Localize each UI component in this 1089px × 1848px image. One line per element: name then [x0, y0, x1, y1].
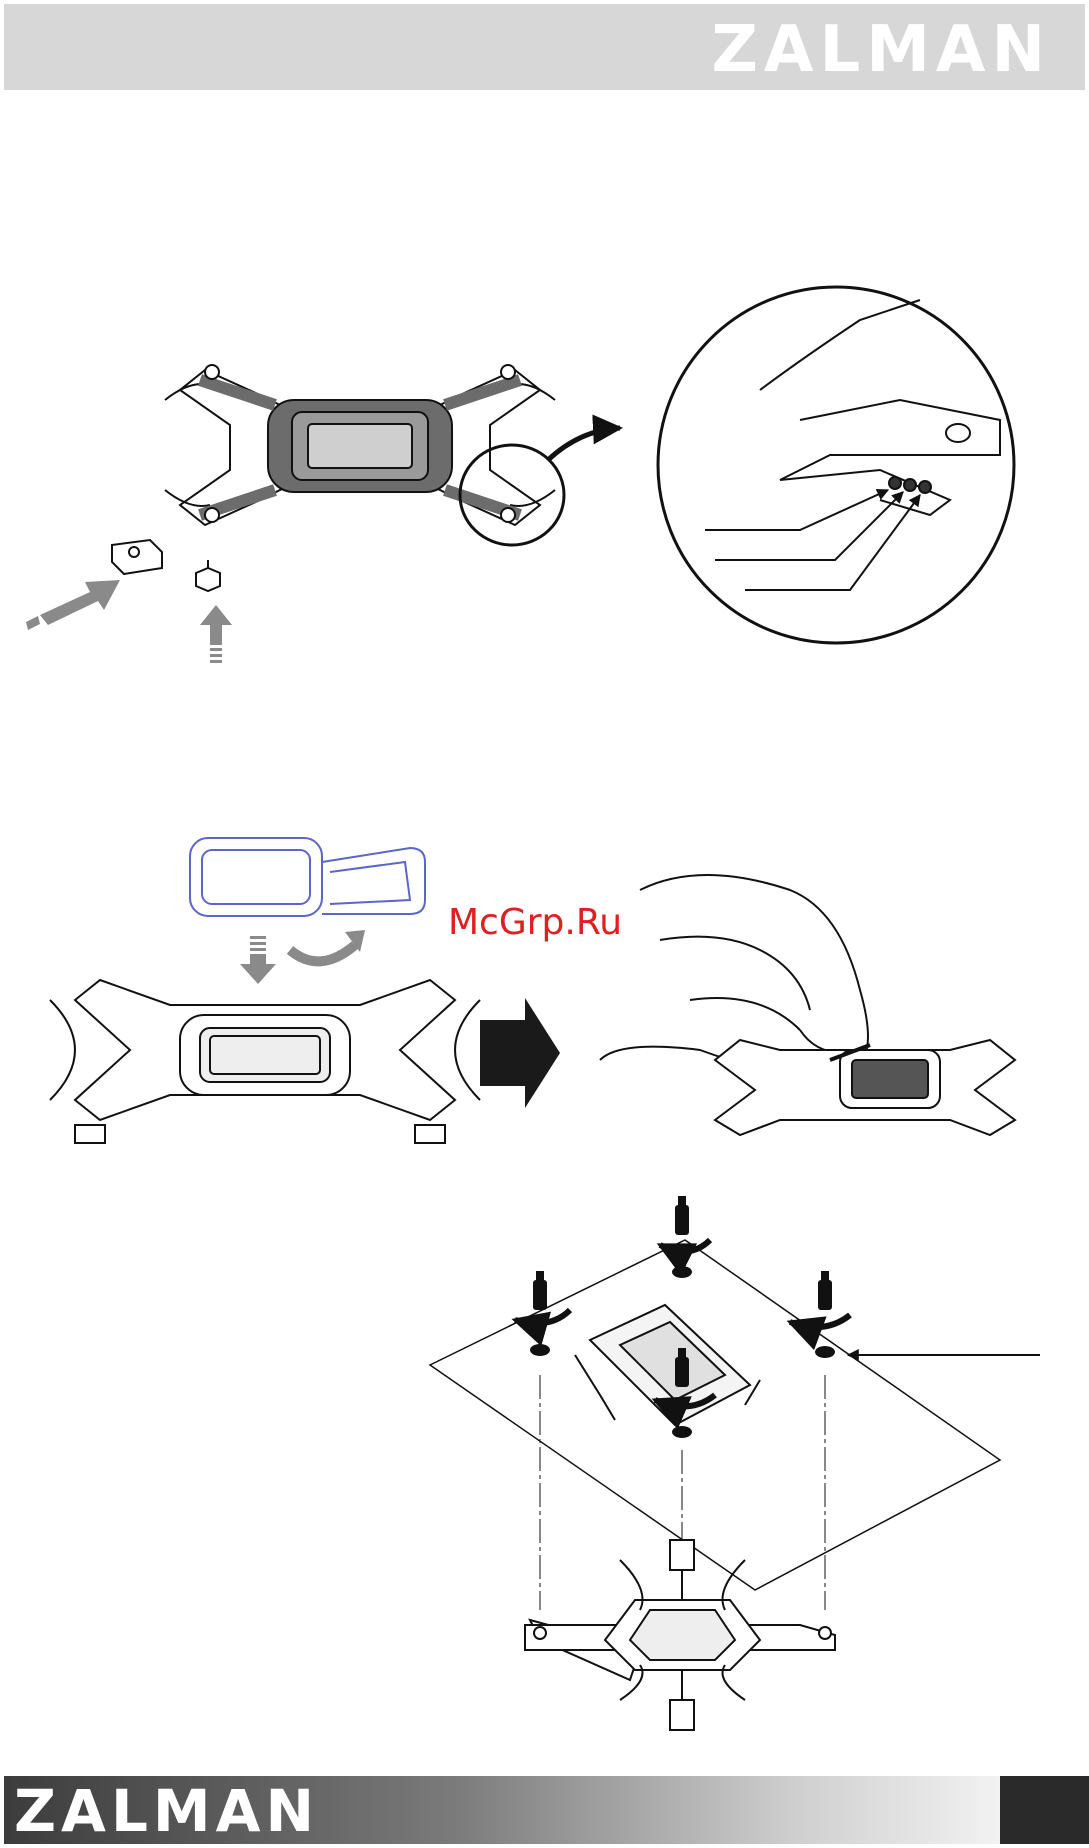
backplate-small-icon: [715, 1040, 1015, 1135]
standoff-screw-icon: [196, 560, 220, 591]
backplate-icon: [50, 980, 480, 1143]
motherboard-icon: [430, 1240, 1000, 1590]
watermark: McGrp.Ru: [448, 903, 622, 943]
figure-remove-tape: [50, 838, 1015, 1143]
figure-backplate-parts: [26, 287, 1014, 663]
callout-arrow-icon: [548, 428, 620, 460]
gray-down-arrow-icon: [240, 936, 276, 984]
black-arrow-icon: [480, 998, 560, 1108]
latch-clip-icon: [112, 540, 162, 574]
gray-push-arrow-icon: [26, 580, 232, 663]
hand-peeling-icon: [600, 875, 868, 1073]
zalman-logo-footer: ZALMAN: [14, 1782, 319, 1840]
tape-sheet-icon: [190, 838, 425, 916]
backplate-icon: [165, 365, 555, 525]
magnified-detail: [705, 300, 1000, 590]
gray-curved-arrow-icon: [290, 945, 355, 961]
footer-page-block: [1000, 1776, 1089, 1844]
figure-mount-motherboard: [430, 1196, 1040, 1730]
